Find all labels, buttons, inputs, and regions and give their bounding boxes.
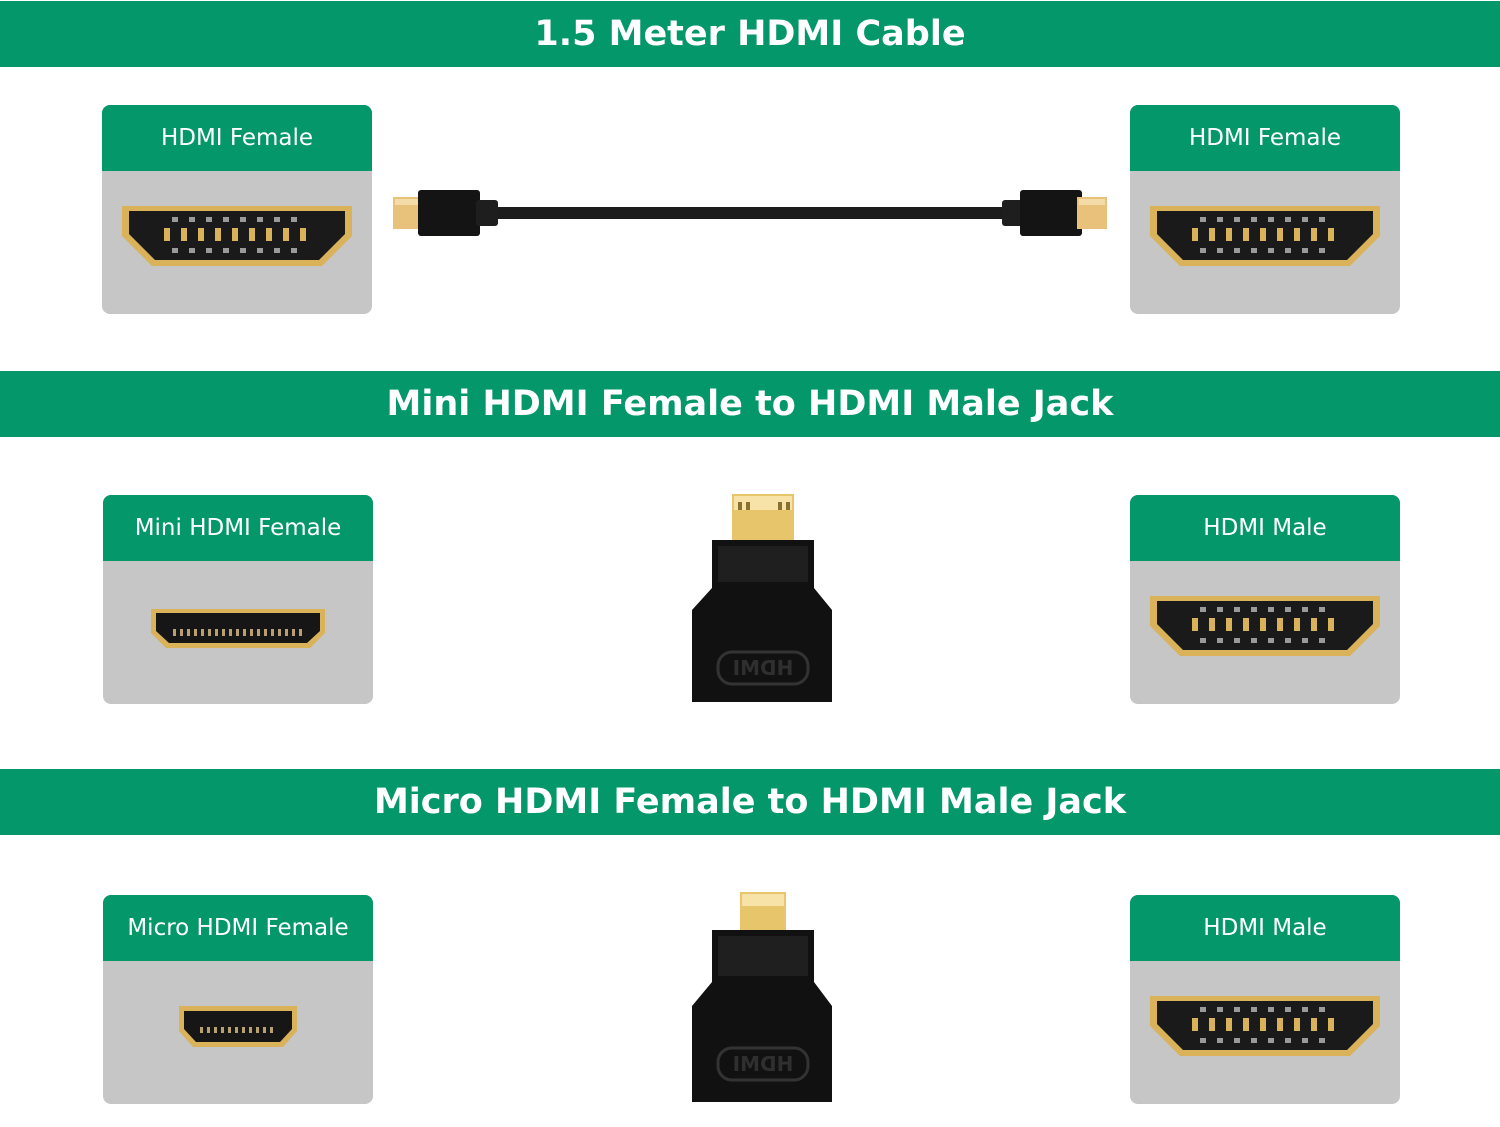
section-banner-micro-hdmi: Micro HDMI Female to HDMI Male Jack [0,769,1500,835]
adapter-logo: HDMI [733,656,794,680]
section-title: Mini HDMI Female to HDMI Male Jack [386,384,1114,424]
card-label: HDMI Female [102,105,372,171]
card-left-connector: Micro HDMI Female [103,895,373,1104]
hdmi-port-icon [1150,596,1380,656]
micro-hdmi-port-icon [179,1006,297,1047]
card-right-connector: HDMI Female [1130,105,1400,314]
mini-hdmi-port-icon [151,609,325,648]
card-left-connector: HDMI Female [102,105,372,314]
card-left-connector: Mini HDMI Female [103,495,373,704]
section-banner-hdmi-cable: 1.5 Meter HDMI Cable [0,1,1500,67]
mini-hdmi-adapter-image: HDMI [692,494,832,702]
card-right-connector: HDMI Male [1130,495,1400,704]
card-label: Mini HDMI Female [103,495,373,561]
card-label: HDMI Female [1130,105,1400,171]
hdmi-port-icon [122,206,352,266]
hdmi-cable-image [393,190,1107,236]
section-title: Micro HDMI Female to HDMI Male Jack [373,782,1127,822]
card-label: HDMI Male [1130,495,1400,561]
micro-hdmi-adapter-image: HDMI [692,892,832,1102]
card-right-connector: HDMI Male [1130,895,1400,1104]
adapter-logo: HDMI [733,1052,794,1076]
card-label: HDMI Male [1130,895,1400,961]
card-label: Micro HDMI Female [103,895,373,961]
hdmi-port-icon [1150,206,1380,266]
section-banner-mini-hdmi: Mini HDMI Female to HDMI Male Jack [0,371,1500,437]
hdmi-port-icon [1150,996,1380,1056]
section-title: 1.5 Meter HDMI Cable [534,14,966,54]
